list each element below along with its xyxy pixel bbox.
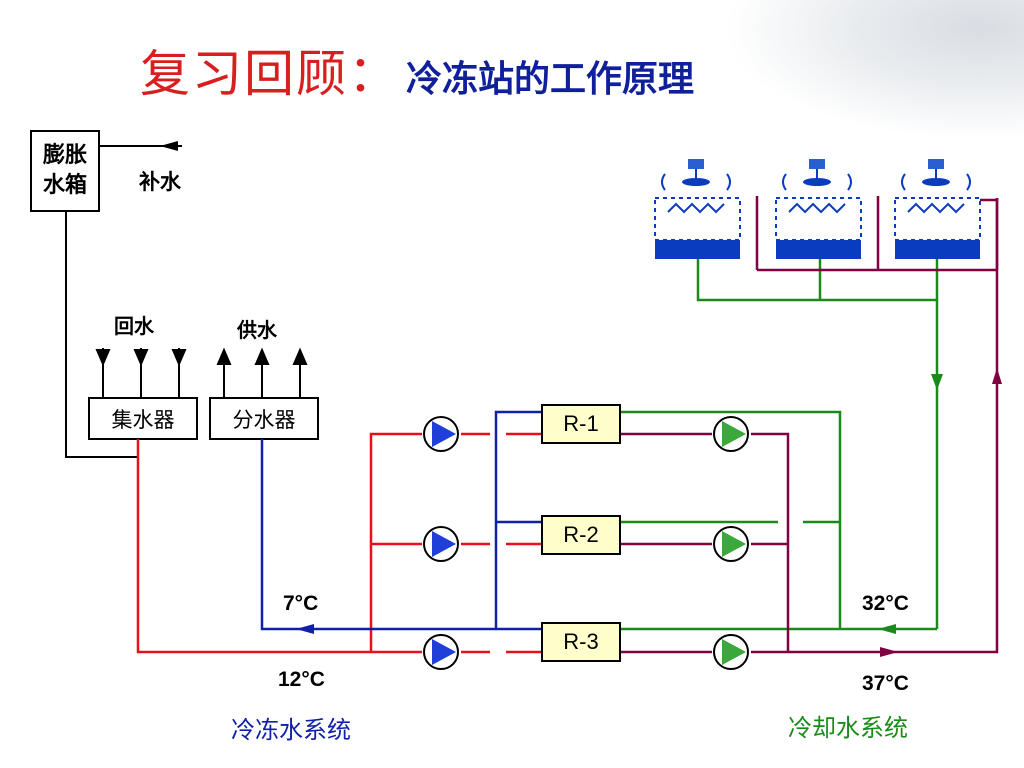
- page-title: 复习回顾： 冷冻站的工作原理: [140, 34, 694, 104]
- cooling-return-right-arrow: [880, 647, 898, 657]
- cooling-system-label: 冷却水系统: [788, 714, 908, 742]
- cooling-return-up-arrow: [992, 368, 1002, 384]
- cooling-pump-1: [713, 416, 749, 452]
- collector-box: [88, 397, 198, 440]
- cooling-tower-3: [894, 159, 981, 259]
- cooling-supply-temp: 32°C: [862, 592, 909, 615]
- chiller-r1: R-1: [541, 404, 621, 444]
- title-sub: 冷冻站的工作原理: [406, 58, 695, 100]
- expansion-tank-label: 膨胀 水箱: [42, 143, 87, 198]
- cooling-return-pipe: [621, 196, 999, 654]
- chilled-pump-3: [423, 634, 459, 670]
- makeup-water-line: [99, 141, 182, 151]
- title-main: 复习回顾：: [140, 45, 400, 103]
- makeup-water-label: 补水: [139, 170, 181, 194]
- chilled-supply-temp: 7°C: [283, 592, 319, 615]
- expansion-pipe: [65, 211, 138, 458]
- cooling-pump-2: [713, 526, 749, 562]
- cooling-pump-3: [713, 634, 749, 670]
- supply-water-label: 供水: [237, 318, 277, 342]
- cooling-return-temp: 37°C: [862, 672, 909, 695]
- distributor-label: 分水器: [232, 407, 296, 432]
- chilled-supply-arrow: [296, 624, 314, 634]
- chilled-return-temp: 12°C: [278, 668, 325, 691]
- cooling-supply-left-arrow: [878, 624, 896, 634]
- cooling-supply-down-arrow: [931, 374, 943, 390]
- cooling-tower-2: [775, 159, 862, 259]
- chiller-r2: R-2: [541, 515, 621, 555]
- chilled-pump-2: [423, 526, 459, 562]
- return-arrows: [95, 348, 187, 398]
- expansion-tank-box: [30, 130, 100, 212]
- chilled-system-label: 冷冻水系统: [231, 716, 351, 744]
- collector-label: 集水器: [111, 407, 175, 432]
- cooling-supply-pipe: [621, 258, 939, 631]
- chilled-pump-1: [423, 416, 459, 452]
- distributor-box: [209, 397, 319, 440]
- chiller-r3: R-3: [541, 622, 621, 662]
- return-water-label: 回水: [114, 314, 154, 338]
- supply-arrows: [216, 347, 308, 398]
- corner-decoration: [724, 0, 1024, 140]
- chilled-return-pipe: [136, 432, 541, 654]
- chilled-supply-pipe: [260, 410, 541, 631]
- cooling-tower-1: [654, 159, 741, 259]
